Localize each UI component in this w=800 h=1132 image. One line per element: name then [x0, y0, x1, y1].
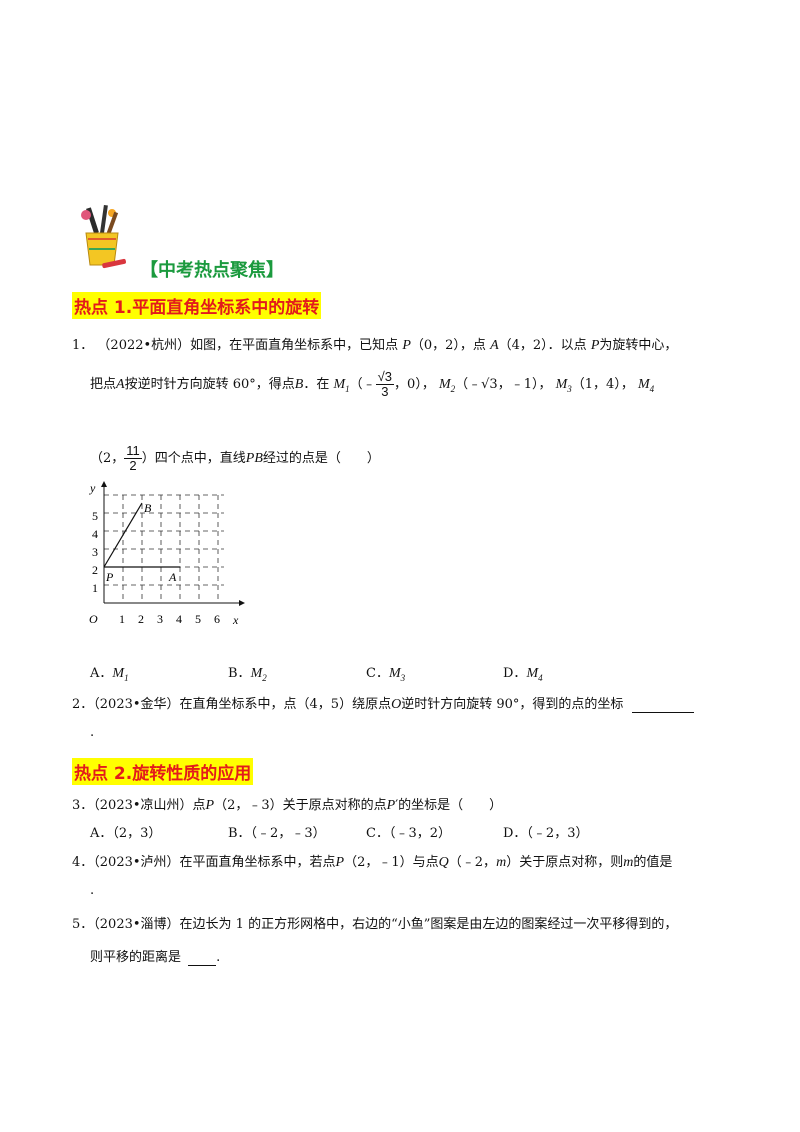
- q3-option-c[interactable]: C．（﹣3，2）: [366, 826, 451, 841]
- x-tick-3: 3: [157, 612, 163, 626]
- q5-answer-blank[interactable]: [188, 950, 217, 966]
- y-axis-label: y: [89, 481, 96, 495]
- q2-answer-blank[interactable]: [631, 697, 694, 713]
- y-tick-1: 1: [92, 581, 98, 595]
- q5-line1: 5．（2023•淄博）在边长为 1 的正方形网格中，右边的“小鱼”图案是由左边的…: [72, 917, 678, 932]
- section-2-title: 热点 2.旋转性质的应用: [72, 758, 254, 785]
- x-tick-1: 1: [119, 612, 125, 626]
- q4-line1: 4．（2023•泸州）在平面直角坐标系中，若点P（2，﹣1）与点Q（﹣2，m）关…: [72, 855, 673, 870]
- origin-label: O: [89, 612, 98, 626]
- q1-option-a[interactable]: A．M1: [90, 666, 129, 683]
- coordinate-graph: y x O 5 4 3 2 1 1 2 3 4 5 6 P A B: [84, 478, 254, 628]
- y-tick-4: 4: [92, 527, 98, 541]
- x-tick-6: 6: [214, 612, 220, 626]
- graph-point-b: B: [144, 501, 152, 515]
- y-tick-3: 3: [92, 545, 98, 559]
- q1-line1: 1． （2022•杭州）如图，在平面直角坐标系中，已知点 P（0，2），点 A（…: [72, 338, 678, 353]
- x-tick-4: 4: [176, 612, 182, 626]
- q5-line2: 则平移的距离是 .: [90, 950, 221, 966]
- pencil-cup-icon: [72, 204, 132, 273]
- point-a-label: A: [490, 338, 499, 353]
- q1-option-c[interactable]: C．M3: [366, 666, 406, 683]
- q1-number: 1．: [72, 338, 94, 353]
- grid-lines: [104, 494, 224, 603]
- q1-option-d[interactable]: D．M4: [503, 666, 543, 683]
- y-tick-5: 5: [92, 509, 98, 523]
- q3-line1: 3．（2023•凉山州）点P（2，﹣3）关于原点对称的点P′的坐标是（ ）: [72, 798, 503, 813]
- segment-pb: [103, 502, 143, 568]
- x-axis-label: x: [232, 613, 239, 627]
- q1-option-b[interactable]: B．M2: [228, 666, 267, 683]
- section-1-title: 热点 1.平面直角坐标系中的旋转: [72, 292, 322, 319]
- point-p-label: P: [402, 338, 411, 353]
- y-tick-2: 2: [92, 563, 98, 577]
- banner-title: 【中考热点聚焦】: [140, 260, 284, 281]
- graph-point-a: A: [168, 570, 177, 584]
- x-tick-2: 2: [138, 612, 144, 626]
- q2-line1: 2．（2023•金华）在直角坐标系中，点（4，5）绕原点O逆时针方向旋转 90°…: [72, 693, 694, 713]
- q3-option-b[interactable]: B．（﹣2，﹣3）: [228, 826, 326, 841]
- x-tick-5: 5: [195, 612, 201, 626]
- q3-option-a[interactable]: A．（2，3）: [90, 826, 162, 841]
- q2-tail: .: [90, 725, 95, 740]
- q4-tail: .: [90, 883, 95, 898]
- graph-point-p: P: [105, 570, 114, 584]
- q3-option-d[interactable]: D．（﹣2，3）: [503, 826, 589, 841]
